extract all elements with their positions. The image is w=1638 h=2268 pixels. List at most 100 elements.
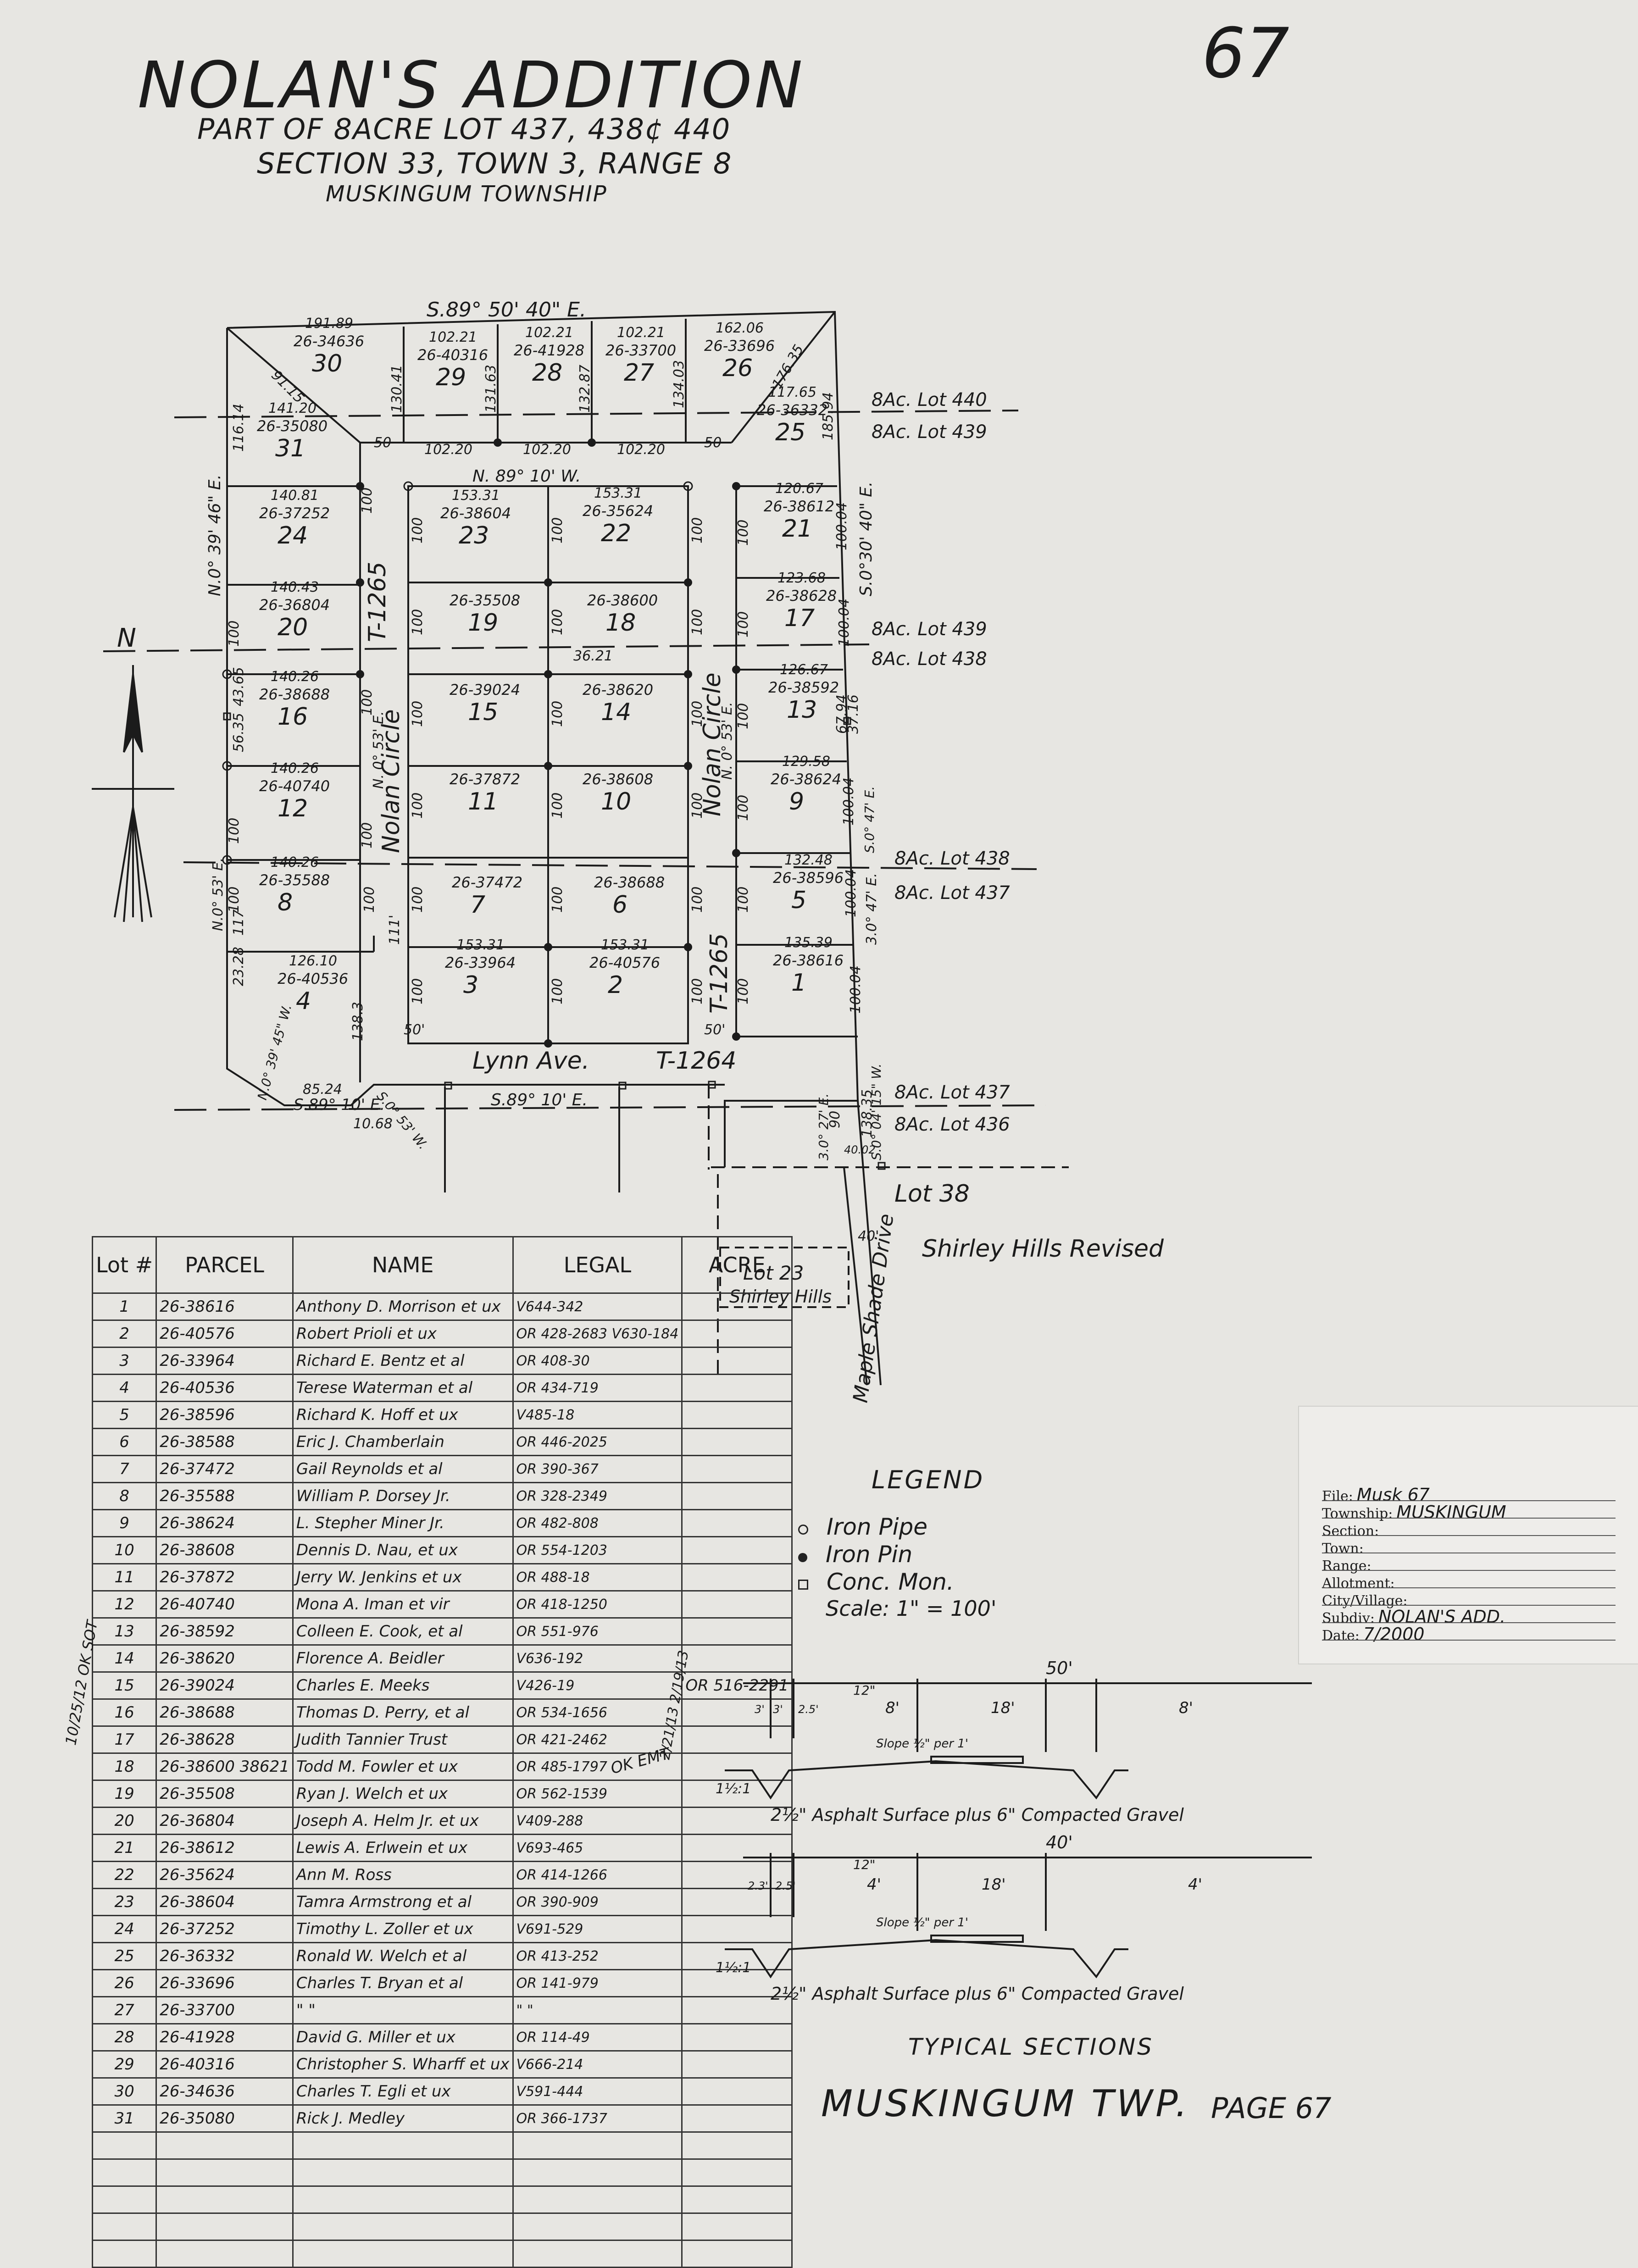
street-nolan-circle-west: Nolan Circle xyxy=(378,709,405,853)
table-cell-name: " " xyxy=(292,1996,514,2024)
table-cell-acre xyxy=(681,2240,793,2268)
table-cell-name: Charles T. Bryan et al xyxy=(292,1969,514,1997)
table-cell-name xyxy=(292,2158,514,2187)
file-card-value: NOLAN'S ADD. xyxy=(1378,1607,1506,1627)
lot-parcel-number: 26-38620 xyxy=(583,681,653,699)
table-cell-lot: 14 xyxy=(91,1644,157,1673)
acre-lot-437a: 8Ac. Lot 437 xyxy=(894,882,1010,904)
table-cell-name: Terese Waterman et al xyxy=(292,1374,514,1402)
table-cell-lot: 16 xyxy=(91,1698,157,1727)
dim-100: 100 xyxy=(735,520,751,546)
table-cell-acre xyxy=(681,1482,793,1510)
lot-number: 28 xyxy=(532,359,562,387)
document-title: NOLAN'S ADDITION xyxy=(138,48,805,123)
table-cell-name xyxy=(292,2213,514,2241)
table-cell-parcel: 26-36804 xyxy=(155,1807,294,1835)
table-cell-legal: " " xyxy=(512,1996,683,2024)
lot-number: 22 xyxy=(601,520,631,547)
table-cell-legal xyxy=(512,2131,683,2160)
file-card-label: Date: xyxy=(1322,1628,1360,1644)
dim-east-4: 100.04 xyxy=(843,869,859,917)
table-cell-parcel: 26-37872 xyxy=(155,1563,294,1591)
table-cell-name: Gail Reynolds et al xyxy=(292,1455,514,1483)
lot-dimension: 102.21 xyxy=(617,325,665,341)
lot-dimension: 117.65 xyxy=(768,384,816,400)
bearing-nolan-right: N. 0° 53' E. xyxy=(719,702,735,780)
table-row xyxy=(91,2213,793,2241)
dim-402: 40.02 xyxy=(844,1143,876,1156)
s2-a: 12" xyxy=(853,1857,876,1872)
footer-page: PAGE 67 xyxy=(1211,2091,1332,2125)
table-cell-legal: V636-192 xyxy=(512,1644,683,1673)
bearing-left: N.0° 39' 46" E. xyxy=(205,474,224,596)
table-cell-lot: 25 xyxy=(91,1942,157,1970)
lot-parcel-number: 26-37472 xyxy=(452,874,522,891)
table-cell-name: Jerry W. Jenkins et ux xyxy=(292,1563,514,1591)
table-cell-parcel: 26-38596 xyxy=(155,1401,294,1429)
table-cell-parcel: 26-33696 xyxy=(155,1969,294,1997)
s2-c: 18' xyxy=(982,1875,1006,1894)
table-cell-legal: OR 485-1797 xyxy=(512,1752,683,1781)
table-cell-lot xyxy=(91,2131,157,2160)
dim-90: 90 xyxy=(827,1111,843,1128)
table-cell-acre xyxy=(681,1752,793,1781)
table-cell-lot: 26 xyxy=(91,1969,157,1997)
s1-slope: Slope ½" per 1' xyxy=(876,1737,968,1751)
table-cell-lot: 3 xyxy=(91,1347,157,1375)
legend-iron-pin: Iron Pin xyxy=(826,1541,913,1568)
table-cell-name: Charles T. Egli et ux xyxy=(292,2077,514,2106)
dim-3621: 36.21 xyxy=(573,648,613,664)
dim-100: 100 xyxy=(735,887,751,913)
s2-f: 2.5' xyxy=(775,1880,796,1892)
table-cell-lot xyxy=(91,2213,157,2241)
dim-east-2: 100.04 xyxy=(836,599,852,647)
table-cell-parcel: 26-40316 xyxy=(155,2050,294,2079)
table-cell-acre xyxy=(681,1698,793,1727)
lot-parcel-number: 26-38604 xyxy=(440,505,511,522)
dim-100: 100 xyxy=(359,689,375,715)
table-cell-legal: OR 408-30 xyxy=(512,1347,683,1375)
table-row xyxy=(91,2131,793,2160)
table-cell-acre xyxy=(681,1725,793,1754)
lot-number: 4 xyxy=(296,987,311,1015)
table-cell-legal xyxy=(512,2213,683,2241)
lot-number: 13 xyxy=(787,696,817,724)
lot-dimension: 140.26 xyxy=(271,854,319,871)
table-cell-acre xyxy=(681,2158,793,2187)
file-card-row: City/Village: xyxy=(1322,1589,1411,1609)
table-cell-parcel: 26-39024 xyxy=(155,1671,294,1700)
file-card-value: MUSKINGUM xyxy=(1396,1502,1506,1522)
s2-width: 40' xyxy=(1046,1832,1073,1852)
table-cell-name: William P. Dorsey Jr. xyxy=(292,1482,514,1510)
dim-lot26-side: 134.03 xyxy=(671,360,687,408)
legend-iron-pipe: Iron Pipe xyxy=(827,1514,928,1540)
table-cell-legal: OR 418-1250 xyxy=(512,1590,683,1619)
table-cell-acre xyxy=(681,1347,793,1375)
label-shirley-revised: Shirley Hills Revised xyxy=(922,1235,1164,1263)
table-cell-legal: V644-342 xyxy=(512,1292,683,1321)
table-cell-lot: 1 xyxy=(91,1292,157,1321)
table-cell-acre xyxy=(681,1644,793,1673)
table-cell-acre xyxy=(681,1563,793,1591)
table-cell-parcel: 26-38588 xyxy=(155,1428,294,1456)
table-cell-parcel xyxy=(155,2213,294,2241)
table-cell-legal: OR 488-18 xyxy=(512,1563,683,1591)
table-cell-name: Lewis A. Erlwein et ux xyxy=(292,1834,514,1862)
file-card-row: Allotment: xyxy=(1322,1572,1399,1592)
table-cell-acre xyxy=(681,2131,793,2160)
dim-100: 100 xyxy=(226,887,242,913)
table-cell-legal: V591-444 xyxy=(512,2077,683,2106)
lot-dimension: 153.31 xyxy=(452,488,500,504)
lot-number: 29 xyxy=(436,364,466,391)
table-cell-lot: 23 xyxy=(91,1888,157,1916)
